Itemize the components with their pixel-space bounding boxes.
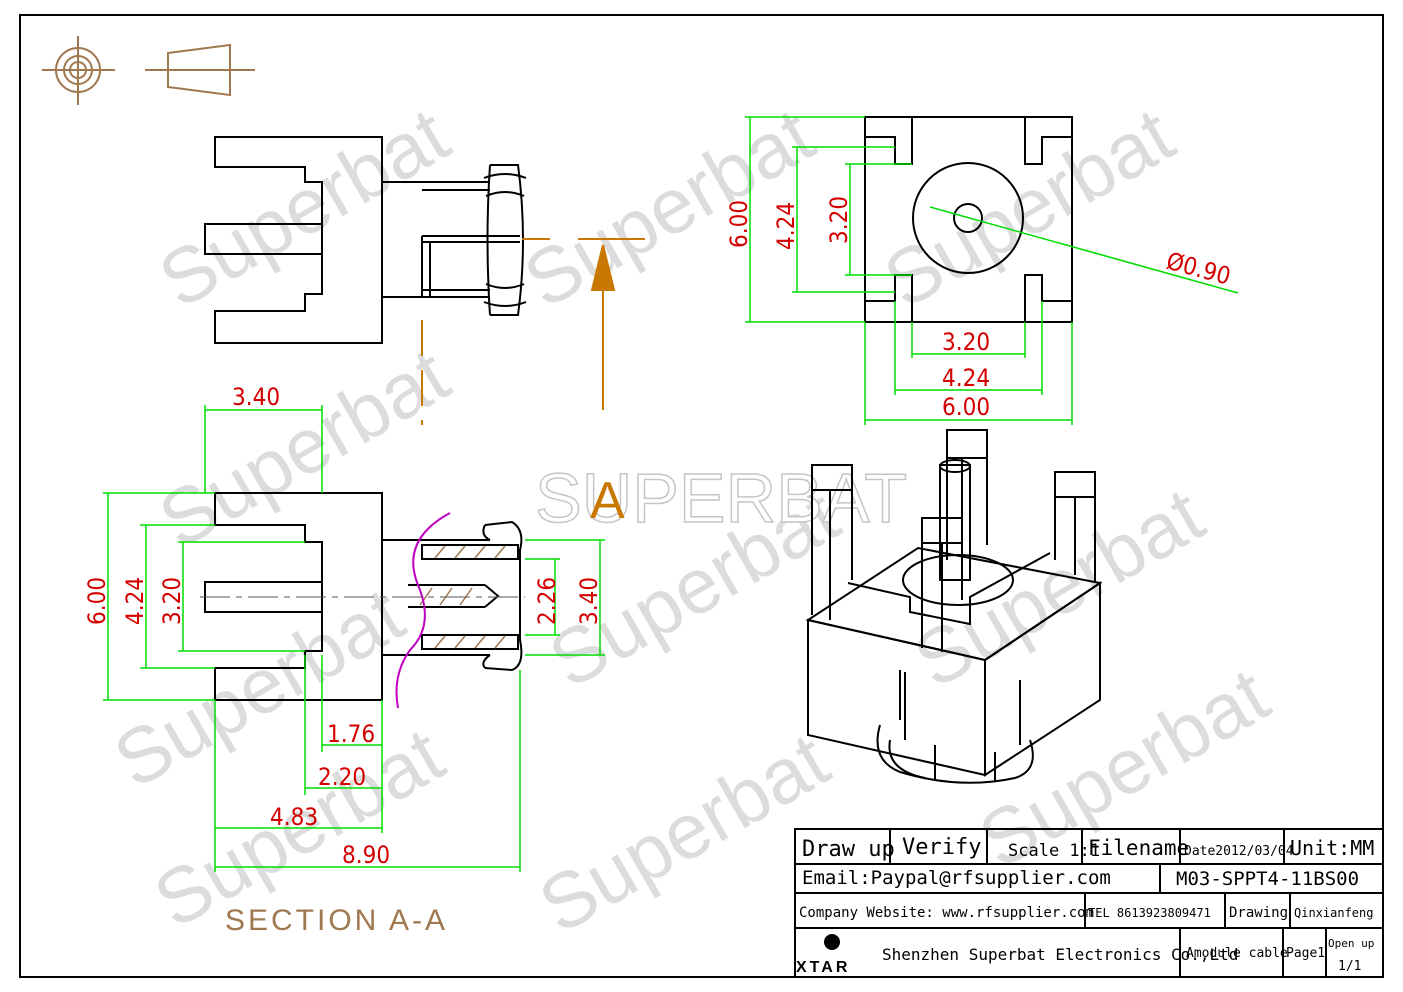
tb-open-up-ratio: 1/1 [1338,959,1361,974]
dim-w-span: 4.24 [942,364,990,392]
isometric-view [805,429,1103,784]
dim-inner: 3.20 [158,577,186,625]
drawing-border [19,14,1384,978]
dim-4-83: 4.83 [270,803,318,831]
tb-filename: M03-SPPT4-11BS00 [1176,868,1359,890]
section-mark: A [590,472,625,530]
dim-top-width: 3.40 [232,383,280,411]
watermark-text: Superbat [145,90,463,325]
tb-logo: XTAR [796,959,850,976]
watermark-brand: SUPERBAT [535,459,907,537]
section-dimension-lines [103,405,605,872]
tb-company: Shenzhen Superbat Electronics Co.,Ltd [882,945,1238,964]
dim-1-76: 1.76 [327,720,375,748]
projection-symbol-icon [42,36,255,105]
dim-8-90: 8.90 [342,841,390,869]
watermark-text: Superbat [870,90,1188,325]
section-view [204,492,523,701]
dim-outer: 3.40 [575,577,603,625]
section-title: SECTION A-A [225,904,448,937]
tb-product: Amodule cable [1186,946,1288,961]
tb-tel: TEL 8613923809471 [1088,906,1211,920]
dim-bore: 2.26 [533,577,561,625]
tb-drawer: Qinxianfeng [1294,906,1373,920]
dim-w-total: 6.00 [942,393,990,421]
dim-top-span: 4.24 [772,202,800,250]
tb-draw-up: Draw up [802,837,895,862]
tb-email: Email:Paypal@rfsupplier.com [802,867,1111,889]
tb-page: Page1 [1286,946,1325,961]
tb-unit: Unit:MM [1290,836,1374,860]
dim-top-inner: 3.20 [825,196,853,244]
tb-filename-label: Filename [1088,836,1189,860]
cut-line [395,512,451,709]
dim-span: 4.24 [121,577,149,625]
dim-w-inner: 3.20 [942,328,990,356]
tb-drawing-label: Drawing [1229,905,1288,921]
dim-hole: Ø0.90 [1163,247,1233,291]
side-view [204,136,527,344]
top-view [864,116,1073,323]
watermark-text: Superbat [145,330,463,565]
tb-verify: Verify [902,835,981,860]
xtar-logo-icon: XTAR [796,934,850,976]
tb-open-up: Open up [1328,937,1374,950]
title-block [794,828,1384,978]
section-indicator [421,238,645,425]
dim-top-width: 6.00 [725,200,753,248]
dim-2-20: 2.20 [318,763,366,791]
tb-website: Company Website: www.rfsupplier.com [799,905,1094,921]
top-view-dimension-lines [745,116,1239,425]
dim-height: 6.00 [83,577,111,625]
tb-scale: Scale 1:1 [1008,841,1100,861]
tb-date: Date2012/03/04 [1184,844,1294,859]
